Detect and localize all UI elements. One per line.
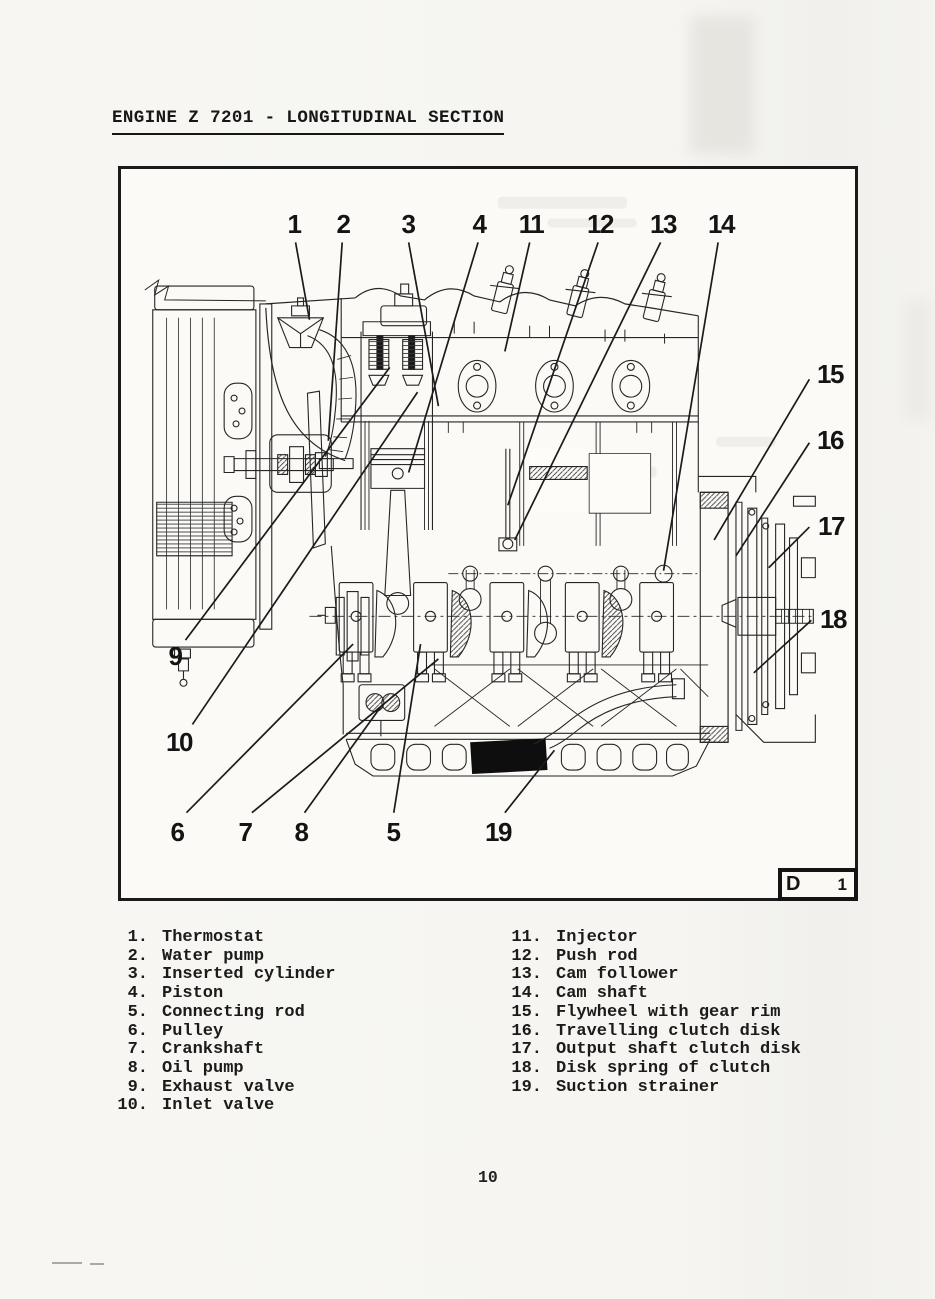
- legend-item: 12.Push rod: [511, 946, 638, 966]
- crankcase-skirt: [430, 665, 708, 726]
- legend-item: 19.Suction strainer: [511, 1077, 720, 1097]
- callout-9: 9: [168, 641, 183, 671]
- legend-item: 4.Piston: [127, 984, 224, 1004]
- legend-item: 15.Flywheel with gear rim: [511, 1002, 781, 1022]
- callout-3: 3: [401, 209, 416, 239]
- callout-2: 2: [336, 209, 351, 239]
- engine-longitudinal-section-drawing: [121, 196, 855, 898]
- callout-7: 7: [238, 817, 253, 847]
- plate-number: 1: [837, 874, 847, 894]
- scan-dash-mark: [90, 1263, 104, 1265]
- legend-item: 2.Water pump: [127, 946, 265, 966]
- callout-19: 19: [485, 817, 512, 847]
- scan-smudge-top-right: [690, 16, 754, 154]
- legend-item: 6.Pulley: [127, 1021, 224, 1041]
- callout-4: 4: [472, 209, 487, 239]
- callout-15: 15: [817, 359, 844, 389]
- callout-13: 13: [650, 209, 677, 239]
- callout-leader-lines: [185, 242, 811, 812]
- legend-item: 7.Crankshaft: [127, 1040, 265, 1060]
- legend-item: 14.Cam shaft: [511, 984, 648, 1004]
- cylinder-block: [448, 422, 698, 582]
- legend-item: 1.Thermostat: [127, 928, 265, 947]
- scan-smudge-right-edge: [905, 300, 931, 420]
- callout-18: 18: [820, 604, 847, 634]
- legend-item: 13.Cam follower: [511, 965, 679, 985]
- legend-left-column: 1.Thermostat 2.Water pump 3.Inserted cyl…: [104, 928, 336, 1116]
- radiator: [153, 286, 272, 686]
- pulley-and-oil-pump: [317, 546, 404, 736]
- legend-item: 10.Inlet valve: [117, 1096, 275, 1116]
- scan-dash-mark: [52, 1262, 82, 1264]
- legend-item: 8.Oil pump: [127, 1058, 244, 1078]
- legend-right-column: 11.Injector 12.Push rod 13.Cam follower …: [498, 928, 801, 1097]
- legend-item: 3.Inserted cylinder: [127, 965, 336, 985]
- plate-box: D 1: [778, 868, 858, 901]
- callout-17: 17: [818, 511, 845, 541]
- legend-item: 5.Connecting rod: [127, 1002, 305, 1022]
- callout-5: 5: [386, 817, 401, 847]
- suction-strainer: [470, 738, 548, 775]
- engine-drawing: [145, 261, 816, 776]
- callout-10: 10: [166, 727, 193, 757]
- legend-item: 17.Output shaft clutch disk: [511, 1040, 801, 1060]
- legend-item: 18.Disk spring of clutch: [511, 1058, 771, 1078]
- callout-14: 14: [708, 209, 735, 239]
- page-number: 10: [478, 1168, 498, 1187]
- sectioned-cylinder: [361, 322, 432, 615]
- flywheel-clutch-assembly: [698, 476, 815, 742]
- plate-letter: D: [786, 873, 801, 895]
- figure-frame: 1 2 3 4 11 12 13 14 15 16 17 18 9 10 6 7…: [118, 166, 858, 901]
- legend-item: 11.Injector: [511, 928, 638, 947]
- water-pump: [224, 391, 333, 548]
- thermostat-and-elbow: [278, 298, 356, 469]
- callout-8: 8: [294, 817, 309, 847]
- oil-sump: [346, 679, 710, 776]
- legend-item: 16.Travelling clutch disk: [511, 1021, 781, 1041]
- page-title: ENGINE Z 7201 - LONGITUDINAL SECTION: [112, 108, 505, 135]
- callout-16: 16: [817, 425, 844, 455]
- crankshaft: [338, 570, 675, 683]
- callout-1: 1: [287, 209, 302, 239]
- callout-11: 11: [518, 209, 545, 239]
- callout-12: 12: [587, 209, 614, 239]
- legend-item: 9.Exhaust valve: [127, 1077, 295, 1097]
- callout-6: 6: [170, 817, 185, 847]
